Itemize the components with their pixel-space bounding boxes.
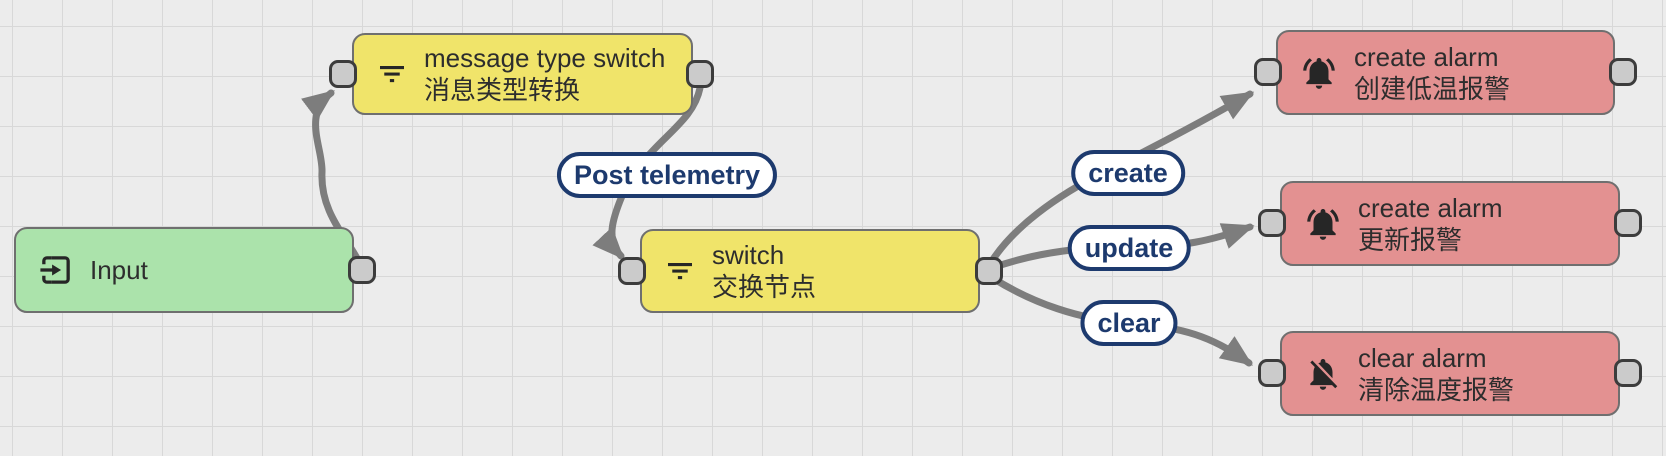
message-type-switch-output-connector[interactable] — [686, 60, 714, 88]
node-title: message type switch — [424, 43, 666, 73]
input-arrow-icon — [38, 252, 74, 288]
clear-alarm-input-connector[interactable] — [1258, 359, 1286, 387]
clear-alarm-output-connector[interactable] — [1614, 359, 1642, 387]
bell-ring-icon — [1300, 54, 1338, 92]
node-clear-alarm[interactable]: clear alarm 清除温度报警 — [1280, 331, 1620, 416]
node-title: switch — [712, 240, 785, 270]
node-subtitle: 更新报警 — [1358, 224, 1463, 255]
create-alarm-update-input-connector[interactable] — [1258, 209, 1286, 237]
node-subtitle: 清除温度报警 — [1358, 374, 1515, 405]
create-alarm-update-output-connector[interactable] — [1614, 209, 1642, 237]
filter-icon — [664, 255, 696, 287]
node-subtitle: 消息类型转换 — [424, 75, 581, 105]
node-title: create alarm — [1354, 41, 1499, 72]
create-alarm-low-temp-output-connector[interactable] — [1609, 58, 1637, 86]
node-title: Input — [90, 255, 148, 285]
node-subtitle: 创建低温报警 — [1354, 73, 1511, 104]
switch-input-connector[interactable] — [618, 257, 646, 285]
node-switch[interactable]: switch 交换节点 — [640, 229, 980, 313]
bell-off-icon — [1304, 355, 1342, 393]
edge-label-clear[interactable]: clear — [1080, 300, 1178, 346]
node-create-alarm-update[interactable]: create alarm 更新报警 — [1280, 181, 1620, 266]
message-type-switch-input-connector[interactable] — [329, 60, 357, 88]
node-subtitle: 交换节点 — [712, 272, 817, 302]
node-message-type-switch[interactable]: message type switch 消息类型转换 — [352, 33, 693, 115]
node-input[interactable]: Input — [14, 227, 354, 313]
node-title: create alarm — [1358, 192, 1503, 223]
node-title: clear alarm — [1358, 342, 1487, 373]
create-alarm-low-temp-input-connector[interactable] — [1254, 58, 1282, 86]
input-output-connector[interactable] — [348, 256, 376, 284]
edge-label-create[interactable]: create — [1071, 150, 1185, 196]
switch-output-connector[interactable] — [975, 257, 1003, 285]
filter-icon — [376, 58, 408, 90]
node-create-alarm-low-temp[interactable]: create alarm 创建低温报警 — [1276, 30, 1615, 115]
edge-label-update[interactable]: update — [1067, 225, 1191, 271]
edge-label-post-telemetry[interactable]: Post telemetry — [556, 152, 778, 198]
bell-ring-icon — [1304, 205, 1342, 243]
